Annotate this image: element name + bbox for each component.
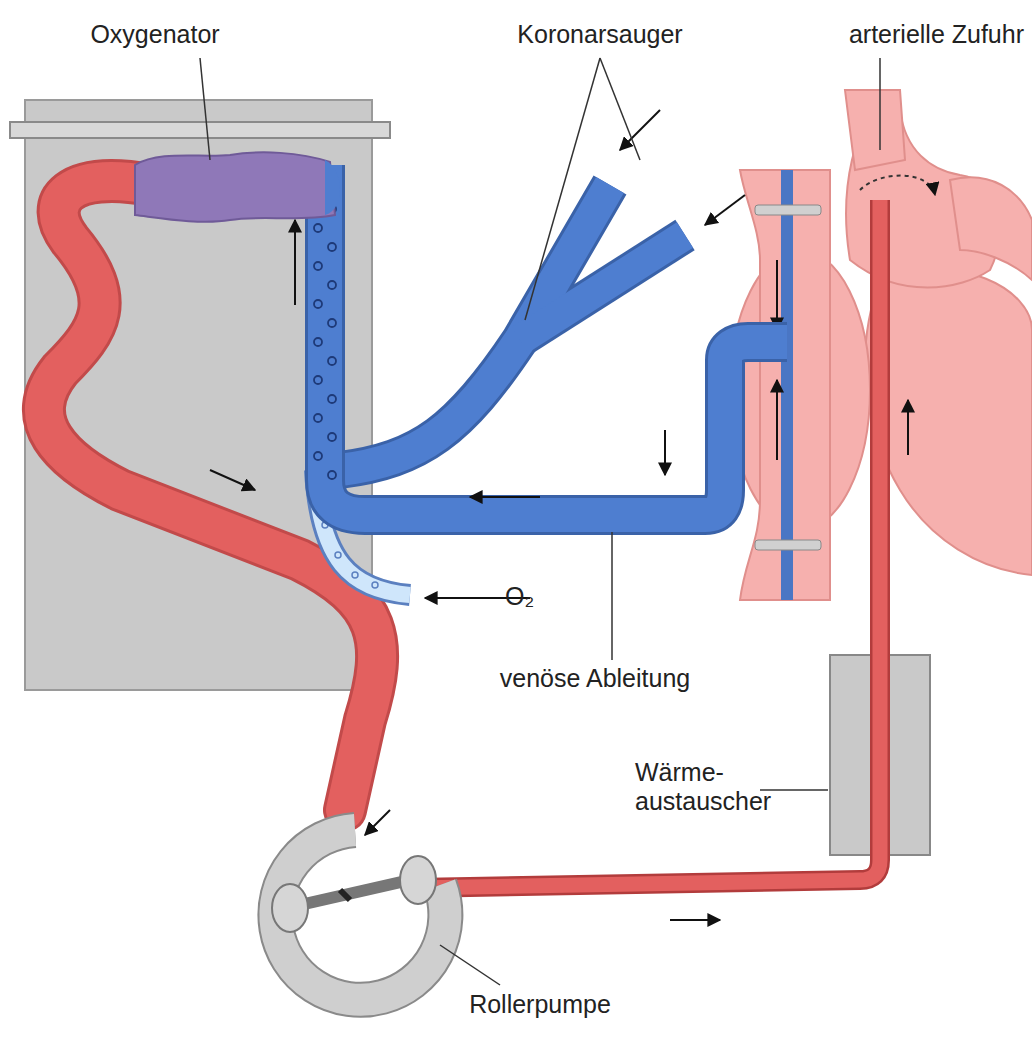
part-label: venöse Ableitung: [500, 664, 690, 693]
oxygen-bubble: [328, 433, 336, 441]
gas-label: O₂: [505, 582, 534, 611]
oxygen-bubble: [328, 471, 336, 479]
part-label: Wärme- austauscher: [635, 758, 755, 816]
oxygen-bubble: [314, 224, 322, 232]
oxygen-bubble: [328, 319, 336, 327]
oxygen-bubble: [314, 452, 322, 460]
oxygen-bubble: [328, 281, 336, 289]
part-label: arterielle Zufuhr: [849, 20, 1024, 49]
oxygen-bubble: [328, 357, 336, 365]
oxygen-bubble: [314, 262, 322, 270]
oxygen-bubble: [314, 338, 322, 346]
oxygen-bubble: [314, 414, 322, 422]
oxygen-bubble: [328, 243, 336, 251]
oxygen-bubble: [314, 300, 322, 308]
oxygen-bubble: [314, 376, 322, 384]
part-label: Oxygenator: [90, 20, 219, 49]
part-label: Rollerpumpe: [469, 990, 611, 1019]
oxygen-bubble: [328, 395, 336, 403]
part-label: Koronarsauger: [517, 20, 682, 49]
